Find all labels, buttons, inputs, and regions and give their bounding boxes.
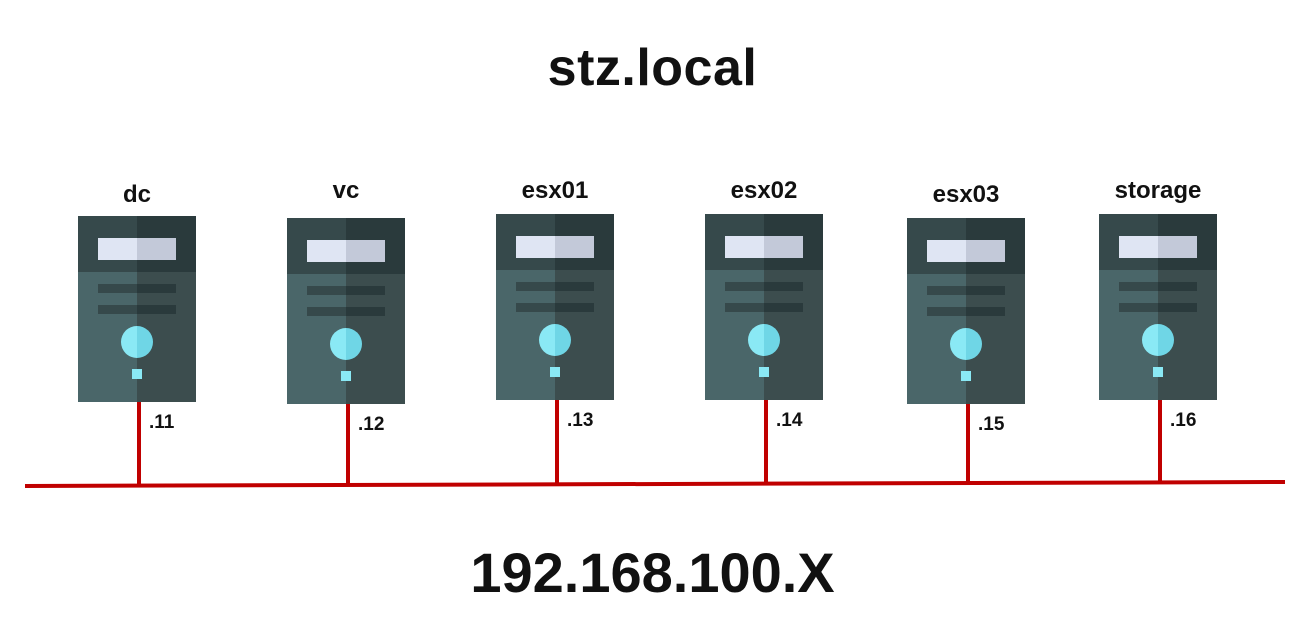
connections-layer (137, 400, 1162, 486)
server-tower-icon (78, 216, 196, 402)
servers-layer: dc .11 vc .12 esx01 .13 esx02 .14 esx03 .15 storag… (78, 177, 1217, 435)
server-tower-icon (1099, 214, 1217, 400)
network-subnet-label: 192.168.100.X (470, 541, 835, 604)
host-name-label: vc (333, 177, 360, 204)
host-name-label: dc (123, 181, 151, 208)
server-tower-icon (287, 218, 405, 404)
domain-title: stz.local (547, 39, 758, 97)
server-tower-icon (496, 214, 614, 400)
server-tower-icon (907, 218, 1025, 404)
host-name-label: esx02 (731, 177, 798, 204)
ip-suffix-label: .11 (149, 412, 175, 433)
server-tower-icon (705, 214, 823, 400)
ip-suffix-label: .15 (978, 414, 1005, 435)
host-name-label: esx03 (933, 181, 1000, 208)
ip-suffix-label: .12 (358, 414, 384, 435)
ip-suffix-label: .14 (776, 410, 803, 431)
ip-suffix-label: .16 (1170, 410, 1196, 431)
ip-suffix-label: .13 (567, 410, 593, 431)
network-bus-line (24, 480, 1286, 488)
host-name-label: storage (1115, 177, 1202, 204)
host-name-label: esx01 (522, 177, 589, 204)
